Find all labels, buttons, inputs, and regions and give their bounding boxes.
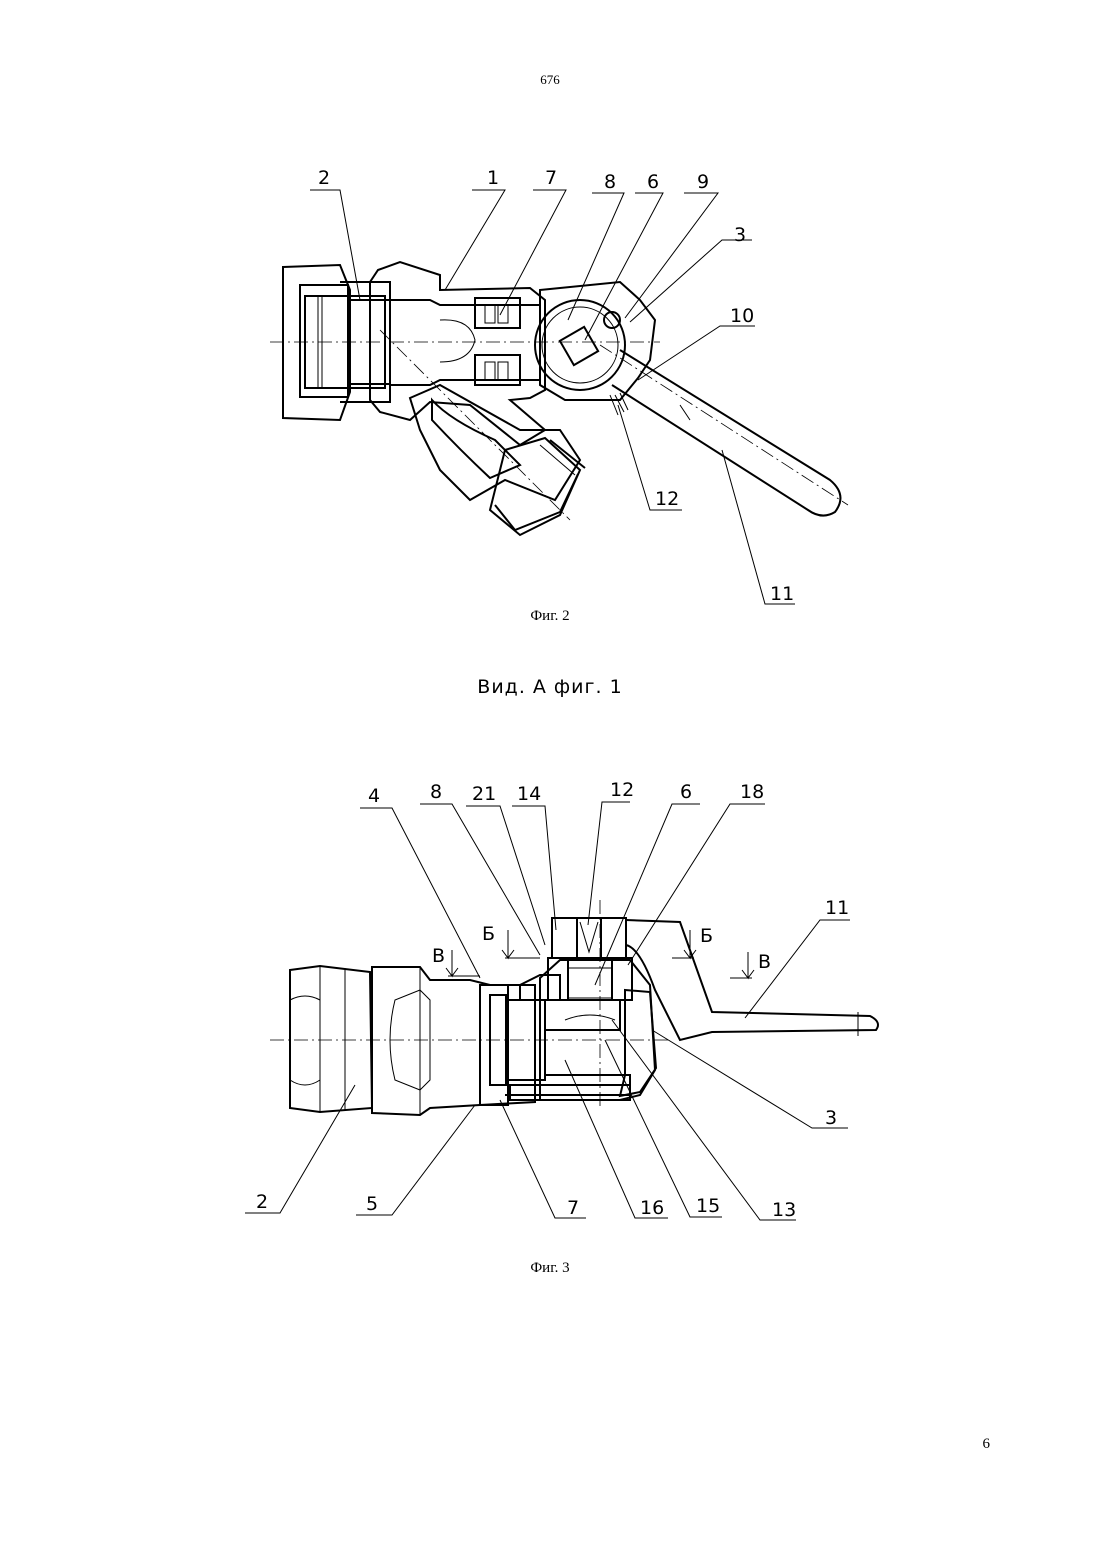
fig3-label-13: 13 <box>772 1199 796 1221</box>
fig3-label-12: 12 <box>610 779 634 801</box>
fig2-label-2: 2 <box>318 167 330 189</box>
view-title: Вид. А фиг. 1 <box>0 676 1100 698</box>
fig3-label-8: 8 <box>430 781 442 803</box>
section-mark-v-right: В <box>758 951 771 973</box>
section-mark-b-left: Б <box>482 923 495 945</box>
fig3-label-15: 15 <box>696 1195 720 1217</box>
fig3-label-5: 5 <box>366 1193 378 1215</box>
fig3-label-11: 11 <box>825 897 849 919</box>
fig3-label-14: 14 <box>517 783 541 805</box>
fig2-label-11: 11 <box>770 583 794 605</box>
fig3-caption: Фиг. 3 <box>0 1260 1100 1277</box>
fig3-label-18: 18 <box>740 781 764 803</box>
fig2-label-12: 12 <box>655 488 679 510</box>
fig2-label-1: 1 <box>487 167 499 189</box>
fig2-drawing <box>270 262 848 535</box>
fig3-label-21: 21 <box>472 783 496 805</box>
fig3-label-16: 16 <box>640 1197 664 1219</box>
fig3-label-3: 3 <box>825 1107 837 1129</box>
fig2-label-3: 3 <box>734 224 746 246</box>
page-number-bottom: 6 <box>983 1436 991 1453</box>
fig2-label-10: 10 <box>730 305 754 327</box>
fig2-labels: 2 1 7 8 6 9 3 10 12 11 <box>310 167 795 605</box>
fig2-label-6: 6 <box>647 171 659 193</box>
fig3-label-4: 4 <box>368 785 380 807</box>
fig2-label-9: 9 <box>697 171 709 193</box>
fig3-label-2: 2 <box>256 1191 268 1213</box>
fig2-label-8: 8 <box>604 171 616 193</box>
fig2-label-7: 7 <box>545 167 557 189</box>
fig3-label-6: 6 <box>680 781 692 803</box>
section-mark-v-left: В <box>432 945 445 967</box>
fig3-label-7: 7 <box>567 1197 579 1219</box>
section-mark-b-right: Б <box>700 925 713 947</box>
fig2-caption: Фиг. 2 <box>0 608 1100 625</box>
fig3-drawing <box>270 900 878 1115</box>
